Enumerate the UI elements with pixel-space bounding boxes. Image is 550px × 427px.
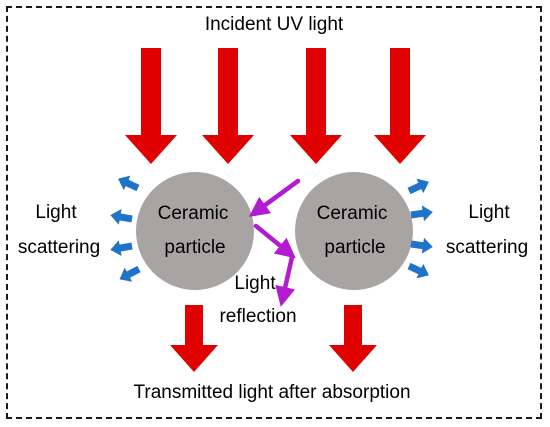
ceramic-right-label-2: particle xyxy=(324,237,386,258)
scatter-arrow-right-3 xyxy=(410,237,433,254)
ceramic-left-label-2: particle xyxy=(164,237,226,258)
incident-arrow-2 xyxy=(202,48,254,164)
scatter-arrow-right-2 xyxy=(410,205,433,222)
transmitted-arrow-right xyxy=(329,305,377,372)
scatter-right-label-1: Light xyxy=(468,202,510,223)
scatter-left-label-1: Light xyxy=(35,202,77,223)
scatter-arrow-left-3 xyxy=(110,240,133,256)
scatter-arrow-right-1 xyxy=(407,178,429,195)
incident-arrow-3 xyxy=(290,48,342,164)
ceramic-particle-right xyxy=(295,172,413,290)
incident-arrow-4 xyxy=(374,48,426,164)
reflection-arrow-out xyxy=(275,254,296,307)
reflection-label-1: Light xyxy=(234,273,276,294)
transmitted-arrow-left xyxy=(170,305,218,372)
transmitted-label: Transmitted light after absorption xyxy=(133,382,411,403)
diagram-border xyxy=(6,6,542,419)
reflection-label-2: reflection xyxy=(219,306,297,327)
ceramic-right-label-1: Ceramic xyxy=(316,203,388,224)
scatter-arrow-left-4 xyxy=(119,265,141,282)
scatter-arrow-right-4 xyxy=(407,262,429,279)
ceramic-left-label-1: Ceramic xyxy=(157,203,229,224)
reflection-arrow-in xyxy=(248,178,301,217)
incident-arrow-1 xyxy=(125,48,177,164)
incident-label: Incident UV light xyxy=(204,14,344,35)
ceramic-particle-left xyxy=(136,172,254,290)
scatter-arrow-left-2 xyxy=(110,209,133,225)
scatter-left-label-2: scattering xyxy=(17,237,101,258)
scatter-right-label-2: scattering xyxy=(445,237,529,258)
reflection-arrow-bounce xyxy=(253,223,296,259)
scatter-arrow-left-1 xyxy=(118,175,140,192)
